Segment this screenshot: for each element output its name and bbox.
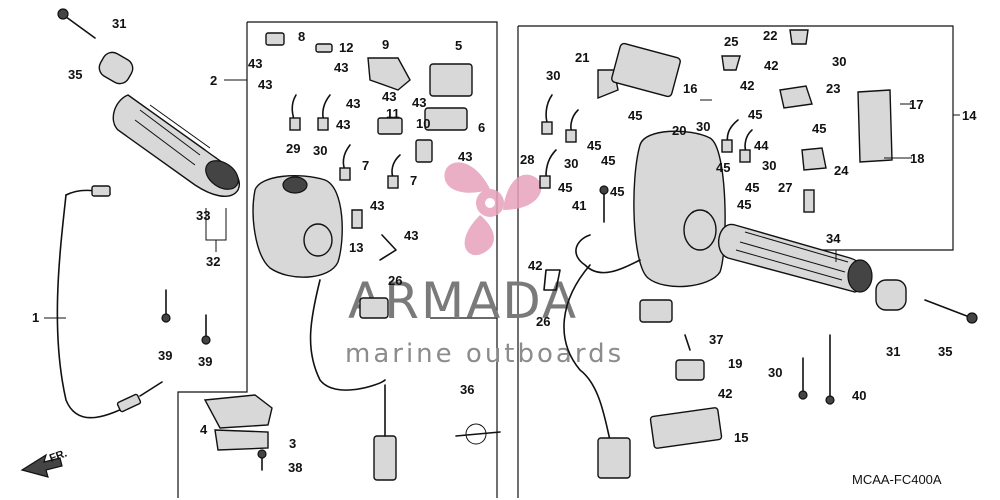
label-20: 20 [672,123,686,138]
label-7a: 7 [362,158,369,173]
label-3: 3 [289,436,296,451]
label-45c: 45 [601,153,615,168]
assembly-frames [177,21,954,498]
label-41: 41 [572,198,586,213]
label-21: 21 [575,50,589,65]
throttle-cable [56,185,163,419]
label-43i: 43 [370,198,384,213]
label-43d: 43 [346,96,360,111]
left-small-parts [161,32,501,471]
label-43f: 43 [382,89,396,104]
right-switch-housing [543,42,726,479]
label-40: 40 [852,388,866,403]
diagram-code: MCAA-FC400A [852,472,942,487]
label-12: 12 [339,40,353,55]
label-36: 36 [460,382,474,397]
label-35a: 35 [68,67,82,82]
label-45g: 45 [737,197,751,212]
fr-label: FR. [48,447,69,464]
label-45f: 45 [745,180,759,195]
label-24: 24 [834,163,849,178]
label-43e: 43 [336,117,350,132]
label-17: 17 [909,97,923,112]
label-30d: 30 [696,119,710,134]
label-18: 18 [910,151,924,166]
label-45j: 45 [610,184,624,199]
label-27: 27 [778,180,792,195]
label-33: 33 [196,208,210,223]
label-26b: 26 [536,314,550,329]
label-26a: 26 [388,273,402,288]
label-22: 22 [763,28,777,43]
label-45a: 45 [628,108,642,123]
label-35b: 35 [938,344,952,359]
label-45h: 45 [748,107,762,122]
label-43a: 43 [248,56,262,71]
part-labels: 1 2 3 4 5 6 7 7 8 9 10 11 12 13 14 15 16… [32,16,977,475]
label-42c: 42 [740,78,754,93]
label-42b: 42 [718,386,732,401]
label-44: 44 [754,138,769,153]
label-43h: 43 [458,149,472,164]
label-30e: 30 [762,158,776,173]
label-2: 2 [210,73,217,88]
label-19: 19 [728,356,742,371]
label-15: 15 [734,430,748,445]
label-43c: 43 [334,60,348,75]
label-1: 1 [32,310,39,325]
label-42d: 42 [764,58,778,73]
watermark-logo [444,162,542,256]
label-25: 25 [724,34,738,49]
right-small-parts [539,29,978,405]
label-34: 34 [826,231,841,246]
label-6: 6 [478,120,485,135]
watermark-tagline: marine outboards [345,339,624,369]
label-30a: 30 [313,143,327,158]
label-43j: 43 [404,228,418,243]
label-32: 32 [206,254,220,269]
label-14: 14 [962,108,977,123]
label-39a: 39 [158,348,172,363]
label-7b: 7 [410,173,417,188]
label-5: 5 [455,38,462,53]
label-42a: 42 [528,258,542,273]
label-30f: 30 [832,54,846,69]
label-39b: 39 [198,354,212,369]
label-8: 8 [298,29,305,44]
label-37: 37 [709,332,723,347]
label-30b: 30 [546,68,560,83]
label-4: 4 [200,422,208,437]
label-45d: 45 [558,180,572,195]
label-16: 16 [683,81,697,96]
label-30c: 30 [564,156,578,171]
label-45b: 45 [587,138,601,153]
label-45e: 45 [716,160,730,175]
left-grip [57,8,241,198]
label-29: 29 [286,141,300,156]
leader-lines [44,79,960,319]
label-43b: 43 [258,77,272,92]
label-30g: 30 [768,365,782,380]
label-23: 23 [826,81,840,96]
label-43g: 43 [412,95,426,110]
label-31b: 31 [886,344,900,359]
label-31a: 31 [112,16,126,31]
label-45i: 45 [812,121,826,136]
label-10: 10 [416,116,430,131]
label-13: 13 [349,240,363,255]
label-38: 38 [288,460,302,475]
label-9: 9 [382,37,389,52]
label-11: 11 [386,106,400,121]
label-28: 28 [520,152,534,167]
front-direction-arrow [20,453,63,478]
left-switch-housing [252,175,397,481]
